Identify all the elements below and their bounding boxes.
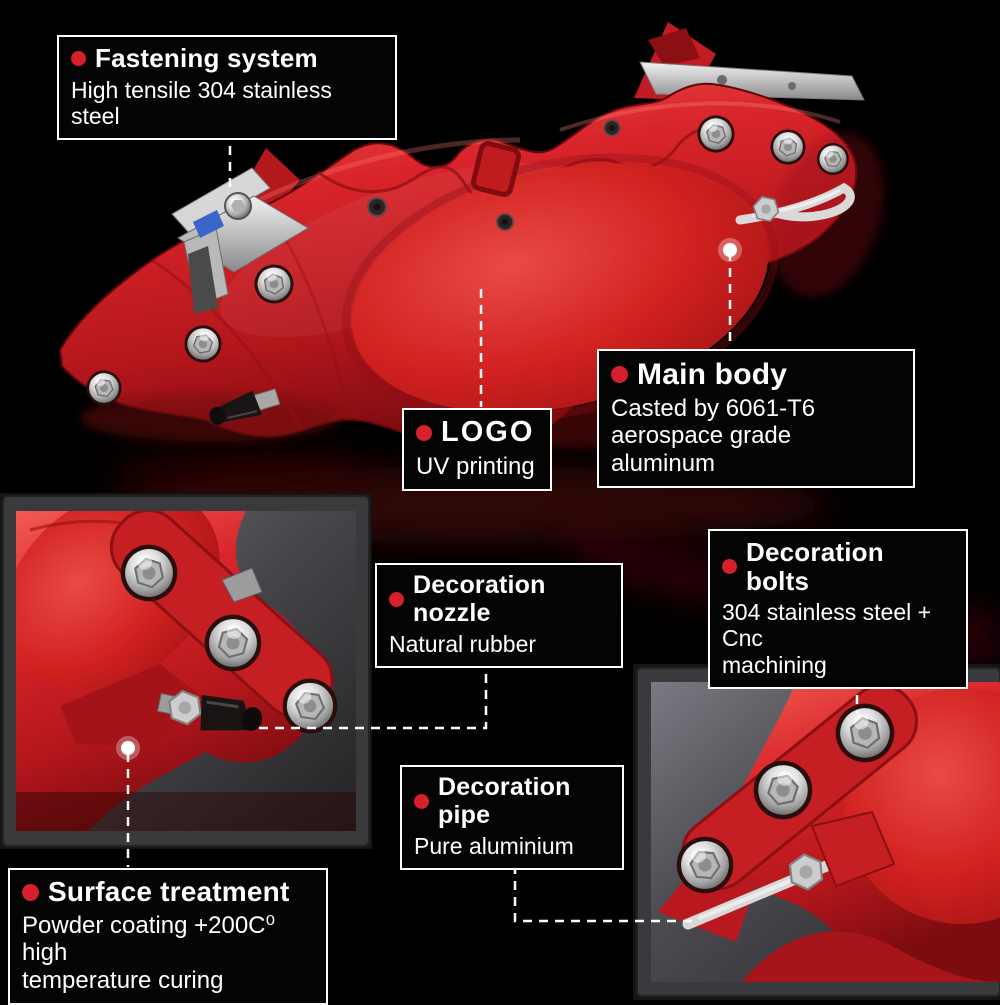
anchor-dots bbox=[116, 238, 742, 760]
casting-hole bbox=[470, 141, 522, 197]
red-bullet-icon bbox=[22, 883, 39, 901]
callout-title-text: Fastening system bbox=[95, 43, 318, 73]
callout-subtitle: Pure aluminium bbox=[414, 833, 574, 859]
callout-title: Decoration bolts bbox=[722, 538, 954, 595]
callout-title-text: LOGO bbox=[441, 416, 535, 448]
callout-title: Surface treatment bbox=[22, 876, 314, 908]
callout-surface-treatment: Surface treatment Powder coating +200C⁰ … bbox=[8, 868, 328, 1005]
callout-title: Decoration pipe bbox=[414, 773, 610, 829]
callout-decoration-nozzle: Decoration nozzle Natural rubber bbox=[375, 563, 623, 669]
callout-title: Decoration nozzle bbox=[389, 571, 609, 627]
callout-decoration-bolts: Decoration bolts 304 stainless steel + C… bbox=[708, 529, 968, 689]
callout-subtitle: High tensile 304 stainless steel bbox=[71, 76, 332, 129]
callout-title-text: Decoration nozzle bbox=[413, 571, 546, 627]
callout-decoration-pipe: Decoration pipe Pure aluminium bbox=[400, 765, 624, 871]
callout-title: LOGO bbox=[416, 416, 538, 449]
callout-subtitle: Casted by 6061-T6 aerospace grade alumin… bbox=[611, 395, 816, 477]
connector-nozzle bbox=[259, 658, 488, 730]
red-bullet-icon bbox=[414, 794, 429, 809]
connector-pipe bbox=[513, 849, 697, 923]
inset-right-photo bbox=[633, 664, 1000, 1000]
fastening-clip bbox=[171, 167, 309, 314]
red-bullet-icon bbox=[611, 366, 628, 383]
callout-fastening-system: Fastening system High tensile 304 stainl… bbox=[57, 35, 397, 141]
callout-title-text: Surface treatment bbox=[48, 876, 290, 907]
callout-title-text: Main body bbox=[637, 358, 788, 391]
callout-main-body: Main body Casted by 6061-T6 aerospace gr… bbox=[597, 349, 915, 489]
callout-subtitle: Natural rubber bbox=[389, 631, 537, 657]
pipe-main bbox=[735, 182, 855, 225]
red-bullet-icon bbox=[71, 50, 86, 66]
callout-subtitle: UV printing bbox=[416, 452, 535, 480]
callout-title-text: Decoration pipe bbox=[438, 773, 571, 829]
red-bullet-icon bbox=[722, 559, 737, 575]
callout-title: Fastening system bbox=[71, 44, 383, 73]
callout-subtitle: 304 stainless steel + Cnc machining bbox=[722, 599, 932, 678]
nozzle-main bbox=[209, 388, 281, 425]
callout-title-text: Decoration bolts bbox=[746, 537, 884, 596]
red-bullet-icon bbox=[389, 592, 404, 607]
callout-subtitle: Powder coating +200C⁰ high temperature c… bbox=[22, 911, 276, 994]
caliper-main-photo bbox=[58, 22, 884, 449]
red-bullet-icon bbox=[416, 424, 432, 441]
inset-left-photo bbox=[0, 493, 372, 849]
callout-title: Main body bbox=[611, 358, 901, 391]
callout-logo: LOGO UV printing bbox=[402, 408, 552, 492]
